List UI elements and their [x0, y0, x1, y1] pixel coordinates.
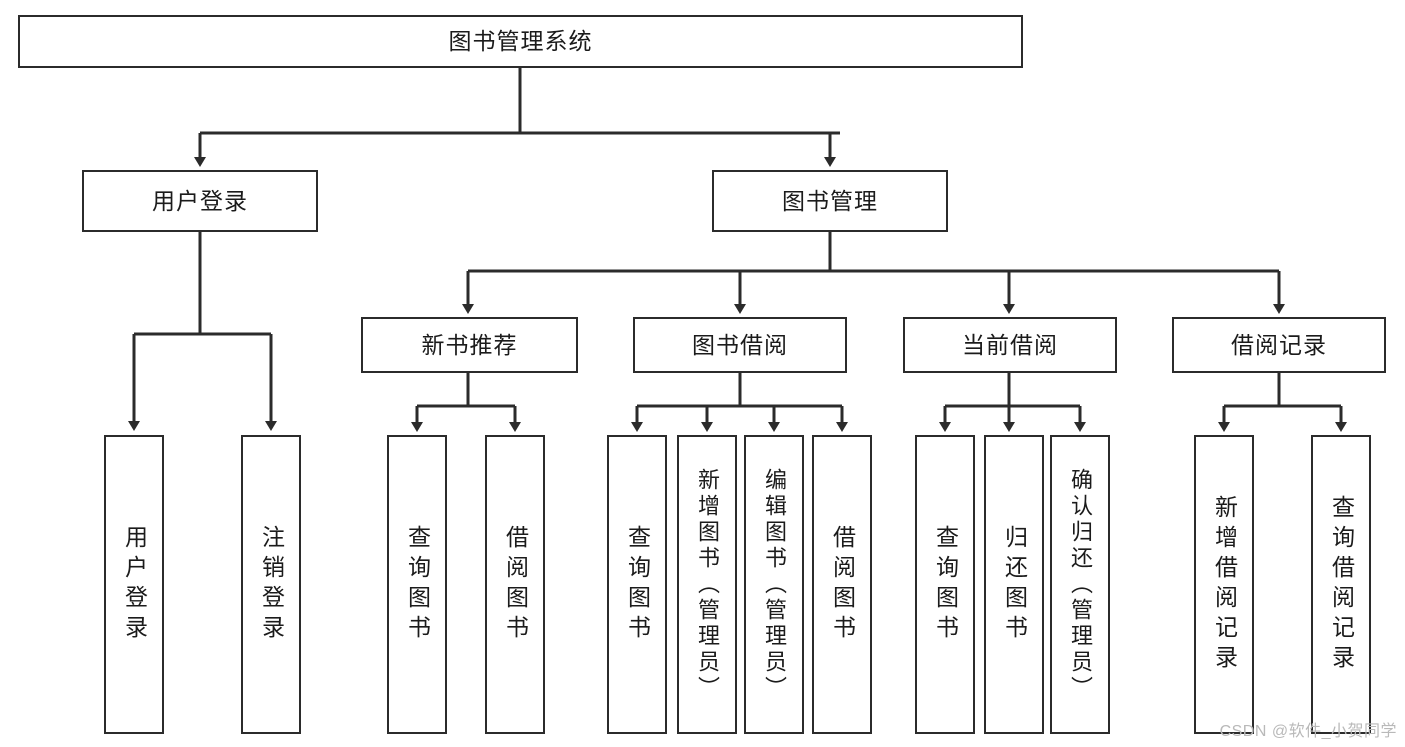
node-label: 注销登录 — [258, 524, 285, 645]
node-label: 用户登录 — [121, 524, 148, 645]
node-leaf-query-book-recommend[interactable]: 查询图书 — [387, 435, 447, 734]
csdn-watermark: CSDN @软件_小贺同学 — [1219, 723, 1397, 740]
node-label: 图书借阅 — [692, 331, 788, 358]
node-label: 归还图书 — [1001, 524, 1028, 645]
node-label: 确认归还（管理员） — [1068, 467, 1093, 702]
node-leaf-add-book-admin[interactable]: 新增图书（管理员） — [677, 435, 737, 734]
node-label: 借阅图书 — [502, 524, 529, 645]
node-label: 新书推荐 — [421, 331, 518, 358]
node-borrow-record[interactable]: 借阅记录 — [1172, 317, 1386, 373]
node-leaf-user-login[interactable]: 用户登录 — [104, 435, 164, 734]
node-leaf-return-book[interactable]: 归还图书 — [984, 435, 1044, 734]
edge-newbook-to-leaves — [411, 373, 521, 432]
edge-borrowrecord-to-leaves — [1218, 373, 1347, 432]
edge-userlogin-to-leaves — [128, 232, 277, 431]
node-label: 新增图书（管理员） — [695, 467, 720, 702]
node-root-book-management-system[interactable]: 图书管理系统 — [18, 15, 1023, 68]
node-label: 查询图书 — [404, 524, 431, 645]
node-leaf-add-borrow-record[interactable]: 新增借阅记录 — [1194, 435, 1254, 734]
node-label: 新增借阅记录 — [1211, 494, 1238, 675]
node-label: 借阅记录 — [1231, 331, 1327, 358]
edge-root-to-level2 — [194, 68, 840, 167]
node-label: 查询图书 — [932, 524, 959, 645]
node-leaf-query-book-current[interactable]: 查询图书 — [915, 435, 975, 734]
node-new-book-recommend[interactable]: 新书推荐 — [361, 317, 578, 373]
node-leaf-query-borrow-record[interactable]: 查询借阅记录 — [1311, 435, 1371, 734]
node-book-borrow[interactable]: 图书借阅 — [633, 317, 847, 373]
node-label: 查询借阅记录 — [1328, 494, 1355, 675]
node-label: 用户登录 — [152, 187, 248, 214]
node-leaf-borrow-book[interactable]: 借阅图书 — [812, 435, 872, 734]
node-leaf-confirm-return-admin[interactable]: 确认归还（管理员） — [1050, 435, 1110, 734]
node-leaf-query-book-borrow[interactable]: 查询图书 — [607, 435, 667, 734]
node-label: 图书管理系统 — [448, 28, 593, 55]
node-label: 图书管理 — [782, 187, 878, 214]
node-leaf-borrow-book-recommend[interactable]: 借阅图书 — [485, 435, 545, 734]
node-leaf-edit-book-admin[interactable]: 编辑图书（管理员） — [744, 435, 804, 734]
node-user-login[interactable]: 用户登录 — [82, 170, 318, 232]
node-label: 查询图书 — [624, 524, 651, 645]
node-leaf-user-logout[interactable]: 注销登录 — [241, 435, 301, 734]
node-current-borrow[interactable]: 当前借阅 — [903, 317, 1117, 373]
node-label: 借阅图书 — [829, 524, 856, 645]
node-book-manage[interactable]: 图书管理 — [712, 170, 948, 232]
edge-currentborrow-to-leaves — [939, 373, 1086, 432]
node-label: 当前借阅 — [962, 331, 1058, 358]
edge-bookborrow-to-leaves — [631, 373, 848, 432]
node-label: 编辑图书（管理员） — [762, 467, 787, 702]
edge-bookmanage-to-level3 — [462, 232, 1285, 314]
